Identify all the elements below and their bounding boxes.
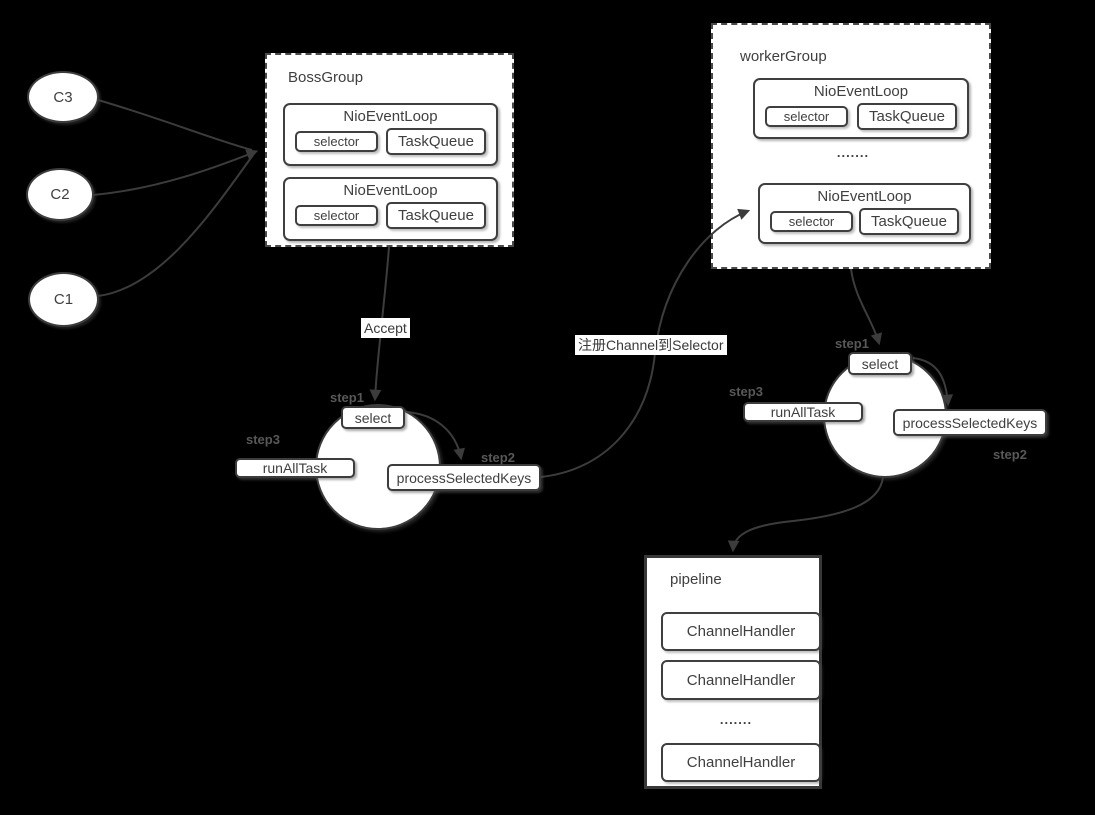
- worker-group-ellipsis: .......: [836, 145, 870, 160]
- client-node-c1: C1: [28, 272, 99, 327]
- nio-event-loop-row: selector TaskQueue: [760, 205, 969, 235]
- pipeline-box: pipeline ChannelHandler ChannelHandler .…: [644, 555, 822, 789]
- edge-c3-to-bossgroup: [97, 99, 253, 151]
- channel-handler-box-3: ChannelHandler: [661, 743, 821, 782]
- worker-group-title: workerGroup: [740, 48, 827, 65]
- pipeline-title: pipeline: [670, 571, 722, 588]
- worker-select-pill: select: [848, 352, 912, 375]
- worker-group-box: workerGroup NioEventLoop selector TaskQu…: [711, 23, 991, 269]
- worker-nio-event-loop-2: NioEventLoop selector TaskQueue: [758, 183, 971, 244]
- nio-event-loop-title: NioEventLoop: [813, 83, 909, 100]
- boss-group-box: BossGroup NioEventLoop selector TaskQueu…: [265, 53, 514, 247]
- worker-step1-label: step1: [835, 336, 869, 351]
- edge-workergroup-to-select: [850, 268, 882, 346]
- boss-nio-event-loop-2: NioEventLoop selector TaskQueue: [283, 177, 498, 241]
- selector-pill: selector: [295, 205, 378, 226]
- register-channel-edge-label: 注册Channel到Selector: [575, 335, 727, 356]
- client-node-c2: C2: [26, 168, 94, 221]
- selector-pill: selector: [770, 211, 853, 232]
- nio-event-loop-row: selector TaskQueue: [285, 125, 496, 155]
- boss-select-pill: select: [341, 406, 405, 429]
- worker-step2-label: step2: [993, 447, 1027, 462]
- client-label: C1: [53, 291, 74, 308]
- edge-c1-to-bossgroup: [97, 154, 254, 297]
- client-label: C3: [53, 88, 73, 106]
- boss-step2-label: step2: [481, 450, 515, 465]
- client-node-c3: C3: [27, 71, 99, 123]
- boss-step3-label: step3: [246, 432, 280, 447]
- nio-event-loop-title: NioEventLoop: [343, 182, 438, 199]
- channel-handler-box-1: ChannelHandler: [661, 612, 821, 651]
- edge-c2-to-bossgroup: [92, 149, 259, 196]
- pipeline-ellipsis: .......: [719, 712, 753, 727]
- boss-nio-event-loop-1: NioEventLoop selector TaskQueue: [283, 103, 498, 166]
- task-queue-pill: TaskQueue: [859, 208, 959, 235]
- boss-group-title: BossGroup: [288, 69, 364, 86]
- nio-event-loop-row: selector TaskQueue: [755, 100, 967, 130]
- task-queue-pill: TaskQueue: [386, 128, 486, 155]
- worker-run-all-task-pill: runAllTask: [743, 402, 863, 422]
- worker-process-selected-keys-pill: processSelectedKeys: [893, 409, 1047, 436]
- edge-worker-select-to-process: [912, 357, 954, 407]
- task-queue-pill: TaskQueue: [857, 103, 957, 130]
- boss-process-selected-keys-pill: processSelectedKeys: [387, 464, 541, 491]
- selector-pill: selector: [765, 106, 848, 127]
- edge-worker-circle-to-pipeline: [727, 476, 884, 553]
- nio-event-loop-row: selector TaskQueue: [285, 199, 496, 229]
- worker-nio-event-loop-1: NioEventLoop selector TaskQueue: [753, 78, 969, 139]
- nio-event-loop-title: NioEventLoop: [817, 188, 912, 205]
- task-queue-pill: TaskQueue: [386, 202, 486, 229]
- nio-event-loop-title: NioEventLoop: [343, 108, 438, 125]
- selector-pill: selector: [295, 131, 378, 152]
- boss-step1-label: step1: [330, 390, 364, 405]
- client-label: C2: [50, 186, 70, 203]
- accept-edge-label: Accept: [361, 318, 410, 339]
- edge-boss-select-to-process: [405, 411, 465, 461]
- boss-run-all-task-pill: runAllTask: [235, 458, 355, 478]
- worker-step3-label: step3: [729, 384, 763, 399]
- channel-handler-box-2: ChannelHandler: [661, 660, 821, 700]
